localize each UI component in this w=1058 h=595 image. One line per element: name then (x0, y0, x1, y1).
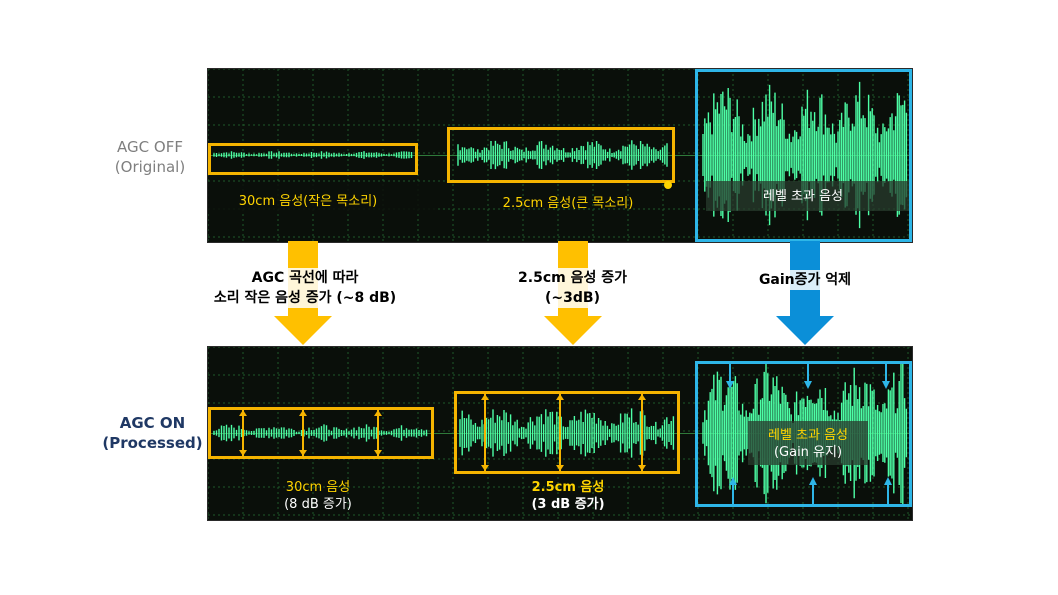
arrow1-line2: 소리 작은 음성 증가 (~8 dB) (213, 288, 397, 308)
waveform-path (702, 81, 908, 229)
seg1-caption-line2: (8 dB 증가) (284, 497, 352, 512)
gain-marker-head (374, 450, 382, 456)
seg3-caption-line1: 레벨 초과 음성 (767, 428, 849, 443)
gain-marker-head (638, 394, 646, 400)
seg3-highlight-box (695, 69, 912, 242)
seg3-caption: 레벨 초과 음성 (Gain 유지) (743, 427, 873, 461)
seg3-caption: 레벨 초과 음성 (762, 189, 844, 204)
seg2-caption: 2.5cm 음성(큰 목소리) (502, 196, 634, 211)
caption-shade (208, 184, 438, 214)
gain-marker-head (239, 450, 247, 456)
arrow1-line1: AGC 곡선에 따라 (251, 268, 359, 288)
gain-limit-head (726, 381, 734, 389)
agc-off-title: AGC OFF (117, 138, 183, 156)
gain-limit-head (729, 477, 737, 485)
arrow3-line1: Gain증가 억제 (758, 270, 852, 290)
marker-dot (664, 181, 672, 189)
waveform-path (459, 408, 675, 458)
waveform-path (213, 151, 413, 159)
gain-limit-head (884, 477, 892, 485)
gain-markers (239, 364, 892, 504)
gain-marker-head (299, 450, 307, 456)
seg1-caption-line1: 30cm 음성 (285, 480, 351, 495)
seg1-caption: 30cm 음성(작은 목소리) (238, 194, 378, 209)
agc-on-title: AGC ON (119, 414, 186, 432)
agc-off-subtitle: (Original) (114, 158, 186, 176)
arrow1-text: AGC 곡선에 따라 소리 작은 음성 증가 (~8 dB) (200, 268, 410, 308)
seg2-caption-line2: (3 dB 증가) (531, 497, 605, 512)
arrow2-line2: (~3dB) (545, 288, 600, 308)
gain-marker-head (374, 410, 382, 416)
seg1-caption: 30cm 음성 (8 dB 증가) (248, 479, 388, 513)
arrow2-text: 2.5cm 음성 증가 (~3dB) (490, 268, 655, 308)
gain-marker-head (638, 465, 646, 471)
agc-off-waveform-panel: 30cm 음성(작은 목소리) 2.5cm 음성(큰 목소리) 레벨 초과 음성 (207, 68, 913, 243)
seg1-highlight-box (208, 407, 434, 459)
agc-on-subtitle: (Processed) (102, 434, 203, 452)
seg2-highlight-box (447, 127, 675, 183)
seg2-caption-line1: 2.5cm 음성 (531, 480, 605, 495)
gain-marker-head (556, 394, 564, 400)
seg2-highlight-box (454, 391, 680, 474)
seg3-caption-line2: (Gain 유지) (773, 445, 843, 460)
gain-marker-head (299, 410, 307, 416)
seg2-caption: 2.5cm 음성 (3 dB 증가) (498, 479, 638, 513)
arrow-gain-suppression (776, 241, 834, 345)
arrow3-text: Gain증가 억제 (745, 270, 865, 290)
gain-marker-head (239, 410, 247, 416)
agc-on-waveform-panel: 30cm 음성 (8 dB 증가) 2.5cm 음성 (3 dB 증가) 레벨 … (207, 346, 913, 521)
level-exceed-shade (748, 421, 868, 465)
gain-limit-head (804, 381, 812, 389)
gain-limit-head (882, 381, 890, 389)
gain-limit-head (809, 477, 817, 485)
arrow2-line1: 2.5cm 음성 증가 (518, 268, 627, 288)
seg1-highlight-box (208, 143, 418, 175)
gain-marker-head (556, 465, 564, 471)
gain-marker-head (481, 394, 489, 400)
seg3-highlight-box (695, 361, 912, 507)
agc-off-label: AGC OFF (Original) (100, 137, 200, 177)
agc-on-label: AGC ON (Processed) (100, 413, 205, 453)
waveform-path (457, 140, 668, 170)
gain-marker-head (481, 465, 489, 471)
level-exceed-shade (706, 181, 910, 211)
